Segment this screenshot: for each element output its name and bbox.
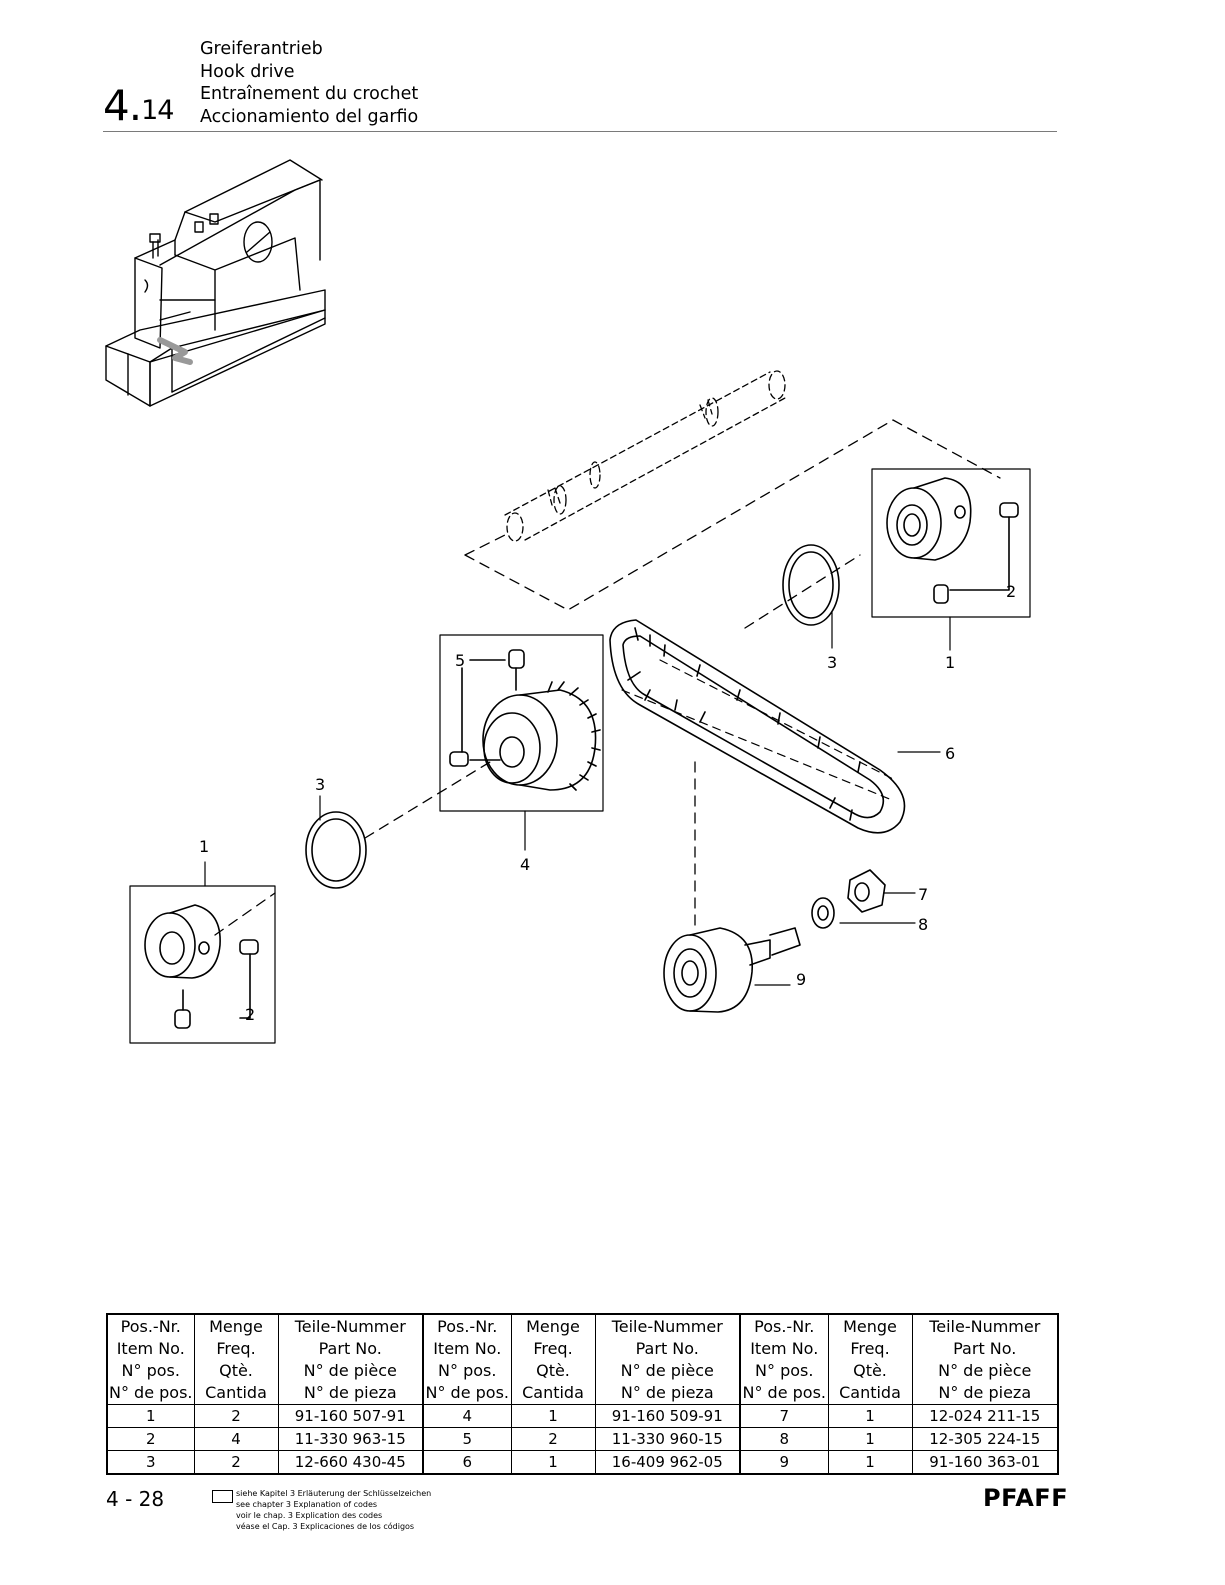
title-spanish: Accionamiento del garfio [200,106,419,127]
callout-3-right: 3 [827,653,837,672]
cell-part-number: 16-409 962-05 [594,1450,741,1475]
cell-pos: 7 [739,1404,829,1428]
callout-1-right: 1 [945,653,955,672]
cell-qty: 4 [193,1427,279,1451]
cell-pos: 2 [106,1427,195,1451]
callout-2-left: 2 [245,1005,255,1024]
callout-1-left: 1 [199,837,209,856]
cell-pos: 6 [422,1450,512,1475]
cell-qty: 1 [827,1450,913,1475]
table-header-row: Pos.-Nr. Item No. N° pos. N° de pos. Men… [106,1313,1059,1405]
title-english: Hook drive [200,61,295,82]
callout-9: 9 [796,970,806,989]
title-french: Entraînement du crochet [200,84,419,104]
part-9-tension-roller [663,927,801,1013]
table-row: 3 2 12-660 430-45 6 1 16-409 962-05 9 1 … [106,1450,1059,1475]
cell-qty: 1 [827,1404,913,1428]
legend-box-icon [212,1490,233,1503]
cell-part-number: 11-330 960-15 [594,1427,741,1451]
table-row: 2 4 11-330 963-15 5 2 11-330 960-15 8 1 … [106,1427,1059,1451]
callout-2-right: 2 [1006,582,1016,601]
assembly-outline [464,419,1001,611]
cell-pos: 8 [739,1427,829,1451]
legend-text: siehe Kapitel 3 Erläuterung der Schlüsse… [236,1488,431,1532]
cell-qty: 2 [510,1427,596,1451]
part-1-bearing-right [871,468,1031,651]
callout-4: 4 [520,855,530,874]
legend-line-french: voir le chap. 3 Explication des codes [236,1511,383,1520]
cell-qty: 1 [510,1404,596,1428]
cell-part-number: 12-305 224-15 [911,1427,1059,1451]
cell-qty: 2 [193,1450,279,1475]
cell-qty: 1 [827,1427,913,1451]
cell-part-number: 12-660 430-45 [277,1450,424,1475]
cell-part-number: 11-330 963-15 [277,1427,424,1451]
column-header-pos: Pos.-Nr. Item No. N° pos. N° de pos. [739,1313,829,1405]
section-minor: 14 [141,95,174,126]
brand-logo: PFAFF [983,1484,1069,1512]
cell-pos: 1 [106,1404,195,1428]
section-number: 4.14 [103,81,174,136]
part-8-washer [811,897,916,929]
section-major: 4 [103,81,130,130]
cell-pos: 3 [106,1450,195,1475]
page-number: 4 - 28 [106,1487,165,1511]
part-3-circlip-right [782,544,840,649]
cell-part-number: 91-160 507-91 [277,1404,424,1428]
legend-line-german: siehe Kapitel 3 Erläuterung der Schlüsse… [236,1489,432,1498]
title-german: Greiferantrieb [200,39,323,59]
table-row: 1 2 91-160 507-91 4 1 91-160 509-91 7 1 … [106,1404,1059,1428]
legend-line-english: see chapter 3 Explanation of codes [236,1500,378,1509]
cell-pos: 9 [739,1450,829,1475]
callout-3-left: 3 [315,775,325,794]
callout-8: 8 [918,915,928,934]
section-titles: Greiferantrieb Hook drive Entraînement d… [200,38,418,128]
legend-line-spanish: véase el Cap. 3 Explicaciones de los cód… [236,1522,415,1531]
part-4-pulley [439,634,604,851]
cell-qty: 1 [510,1450,596,1475]
column-header-pos: Pos.-Nr. Item No. N° pos. N° de pos. [106,1313,195,1405]
column-header-pos: Pos.-Nr. Item No. N° pos. N° de pos. [422,1313,512,1405]
shaft-drawing [504,370,786,542]
column-header-part: Teile-Nummer Part No. N° de pièce N° de … [594,1313,741,1405]
part-3-circlip-left [305,795,367,889]
cell-part-number: 91-160 363-01 [911,1450,1059,1475]
callout-6: 6 [945,744,955,763]
column-header-qty: Menge Freq. Qtè. Cantida [827,1313,913,1405]
cell-qty: 2 [193,1404,279,1428]
cell-part-number: 91-160 509-91 [594,1404,741,1428]
exploded-parts-drawing: 1 2 3 4 5 6 7 8 9 1 2 3 [105,159,1031,1044]
column-header-qty: Menge Freq. Qtè. Cantida [193,1313,279,1405]
column-header-qty: Menge Freq. Qtè. Cantida [510,1313,596,1405]
machine-thumbnail-icon [105,159,326,407]
part-1-bearing-left [129,861,276,1044]
cell-pos: 5 [422,1427,512,1451]
cell-pos: 4 [422,1404,512,1428]
header-rule [103,131,1057,132]
column-header-part: Teile-Nummer Part No. N° de pièce N° de … [277,1313,424,1405]
cell-part-number: 12-024 211-15 [911,1404,1059,1428]
part-7-nut [847,869,916,913]
callout-5: 5 [455,651,465,670]
column-header-part: Teile-Nummer Part No. N° de pièce N° de … [911,1313,1059,1405]
part-6-toothed-belt [609,619,941,834]
parts-table: Pos.-Nr. Item No. N° pos. N° de pos. Men… [106,1313,1059,1475]
callout-7: 7 [918,885,928,904]
section-dot: . [128,81,142,130]
